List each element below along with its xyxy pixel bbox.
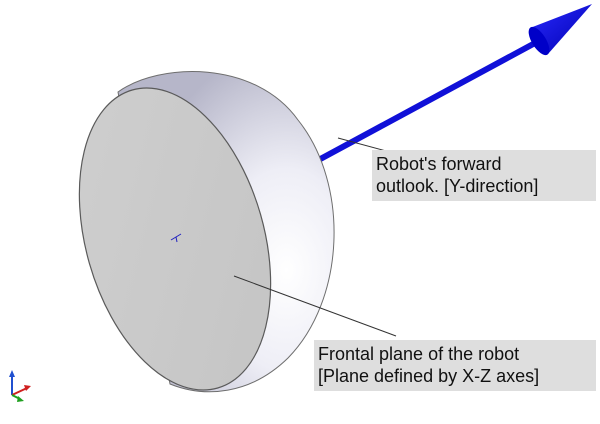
xyz-axis-triad-icon: [9, 370, 31, 402]
plane-callout-line-1: Frontal plane of the robot: [318, 344, 520, 364]
frontal-plane-face: [78, 87, 272, 391]
forward-callout-line-2: outlook. [Y-direction]: [376, 176, 539, 196]
forward-direction-callout: Robot's forward outlook. [Y-direction]: [372, 150, 596, 201]
forward-direction-arrow-shaft: [297, 33, 551, 173]
plane-callout-leader: [233, 275, 397, 337]
frontal-plane-callout: Frontal plane of the robot [Plane define…: [314, 340, 596, 391]
forward-callout-line-1: Robot's forward: [376, 154, 502, 174]
forward-direction-arrowhead: [528, 4, 592, 56]
origin-marker-icon: [170, 233, 182, 243]
plane-callout-line-2: [Plane defined by X-Z axes]: [318, 366, 540, 386]
